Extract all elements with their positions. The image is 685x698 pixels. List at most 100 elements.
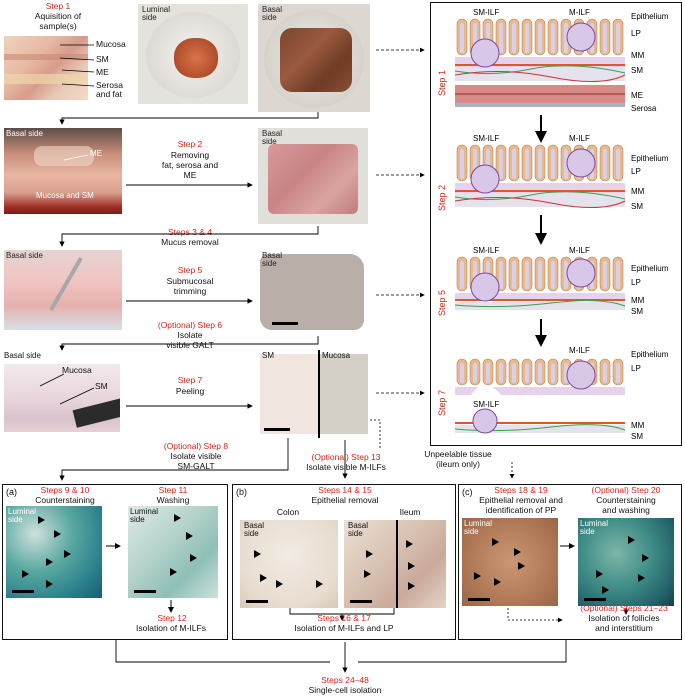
diag-epithelium-1: Epithelium <box>631 12 669 21</box>
diag-lp-2: LP <box>631 167 641 176</box>
diag-sm-ilf-2: SM-ILF <box>473 134 499 143</box>
label-basal-side-5: Basal side <box>262 251 283 269</box>
villus-core <box>473 363 477 383</box>
label-me-2: ME <box>90 149 102 158</box>
villus-core <box>512 23 516 53</box>
label-basal-side-b1: Basal side <box>244 521 265 539</box>
photo-luminal-dish <box>138 4 248 104</box>
diag-mm-3: MM <box>631 296 645 305</box>
step8-desc: Isolate visible SM-GALT <box>170 451 222 471</box>
step1617-title: Steps 16 & 17 <box>317 613 371 623</box>
villus-core <box>460 149 464 179</box>
step2123-title: (Optional) Steps 21–23 <box>580 603 668 613</box>
label-me: ME <box>96 67 109 77</box>
villus-core <box>486 363 490 383</box>
diag-m-ilf-3: M-ILF <box>569 246 590 255</box>
step1819-desc: Epithelial removal and identification of… <box>479 495 563 515</box>
step1-title: Step 1 <box>45 1 71 11</box>
diagram-block-step7 <box>454 358 626 434</box>
villus-core <box>616 23 620 53</box>
villus-core <box>538 261 542 289</box>
label-basal-side-6: Basal side <box>4 351 41 360</box>
photo-c-pp <box>462 518 558 606</box>
colon-label: Colon <box>276 507 300 517</box>
diag-sm-4: SM <box>631 432 643 441</box>
diag-mm-4: MM <box>631 421 645 430</box>
label-mucosa-3: Mucosa <box>322 351 351 360</box>
label-mucosa: Mucosa <box>96 39 126 49</box>
step1415-title: Steps 14 & 15 <box>318 485 372 495</box>
villus-core <box>551 261 555 289</box>
villus-core <box>525 363 529 383</box>
layers-diagram: Step 1 Step 2 Step 5 Step 7 SM-ILF M-ILF… <box>437 8 669 441</box>
label-sm-3: SM <box>262 351 274 360</box>
label-basal-side-b2: Basal side <box>348 521 369 539</box>
villus-core <box>616 261 620 289</box>
step1819-title: Steps 18 & 19 <box>494 485 548 495</box>
villus-core <box>551 149 555 179</box>
photo-sample-side <box>4 36 88 100</box>
step1415-desc: Epithelial removal <box>311 495 379 505</box>
villus-core <box>616 363 620 383</box>
panel-a-label: (a) <box>6 487 17 497</box>
step20-title: (Optional) Step 20 <box>591 485 661 495</box>
label-mucosa-2: Mucosa <box>62 365 92 375</box>
panel-b-label: (b) <box>236 487 247 497</box>
diagram-block-step2 <box>454 144 626 209</box>
diag-sm-ilf-3: SM-ILF <box>473 246 499 255</box>
step13-title: (Optional) Step 13 <box>311 452 381 462</box>
diag-lp-3: LP <box>631 278 641 287</box>
diagram-block-step5 <box>454 256 626 310</box>
step2-leader-line <box>63 154 89 161</box>
villus-core <box>512 149 516 179</box>
villus-core <box>525 261 529 289</box>
villus-core <box>616 149 620 179</box>
label-luminal-side-c2: Luminal side <box>580 519 609 537</box>
diag-step1-label: Step 1 <box>437 70 447 96</box>
step34-desc: Mucus removal <box>161 237 219 247</box>
villus-core <box>538 23 542 53</box>
panel-c <box>458 484 682 640</box>
photo-step5-result <box>258 248 368 334</box>
label-sm: SM <box>96 54 109 64</box>
step2448-title: Steps 24–48 <box>321 675 369 685</box>
photo-b-ileum <box>344 520 446 608</box>
villus-core <box>603 23 607 53</box>
step12-title: Step 12 <box>157 613 187 623</box>
step5-desc: Submucosal trimming <box>166 276 214 296</box>
villus-core <box>603 261 607 289</box>
step7-title: Step 7 <box>177 375 203 385</box>
villus-core <box>564 261 568 289</box>
step8-title: (Optional) Step 8 <box>163 441 229 451</box>
panel-b <box>232 484 456 640</box>
step6-title: (Optional) Step 6 <box>157 320 223 330</box>
villus-core <box>564 149 568 179</box>
diag-step7-label: Step 7 <box>437 390 447 416</box>
step20-desc: Counterstaining and washing <box>596 495 656 515</box>
diag-serosa-1: Serosa <box>631 104 657 113</box>
label-luminal-side-1: Luminal side <box>142 5 171 23</box>
photo-b-colon <box>240 520 338 608</box>
diag-sm-1: SM <box>631 66 643 75</box>
bracket-b <box>289 608 395 621</box>
step2-title: Step 2 <box>177 139 203 149</box>
villus-core <box>551 363 555 383</box>
diag-mm-1: MM <box>631 51 645 60</box>
arrow-a2 <box>168 600 174 613</box>
photo-step5-forceps <box>4 250 122 330</box>
step12-desc: Isolation of M-ILFs <box>136 623 206 633</box>
label-luminal-side-a2: Luminal side <box>130 507 159 525</box>
photo-step2-dish <box>4 128 122 214</box>
villus-core <box>499 261 503 289</box>
diag-m-ilf-4: M-ILF <box>569 346 590 355</box>
step5-title: Step 5 <box>177 265 203 275</box>
villus-core <box>460 261 464 289</box>
panel-c-label: (c) <box>462 487 473 497</box>
villus-core <box>499 23 503 53</box>
label-basal-side-3: Basal side <box>262 129 283 147</box>
villus-core <box>551 23 555 53</box>
label-basal-side-1: Basal side <box>262 5 283 23</box>
label-luminal-side-a1: Luminal side <box>8 507 37 525</box>
diag-lp-1: LP <box>631 29 641 38</box>
photo-step7-result <box>258 350 368 438</box>
